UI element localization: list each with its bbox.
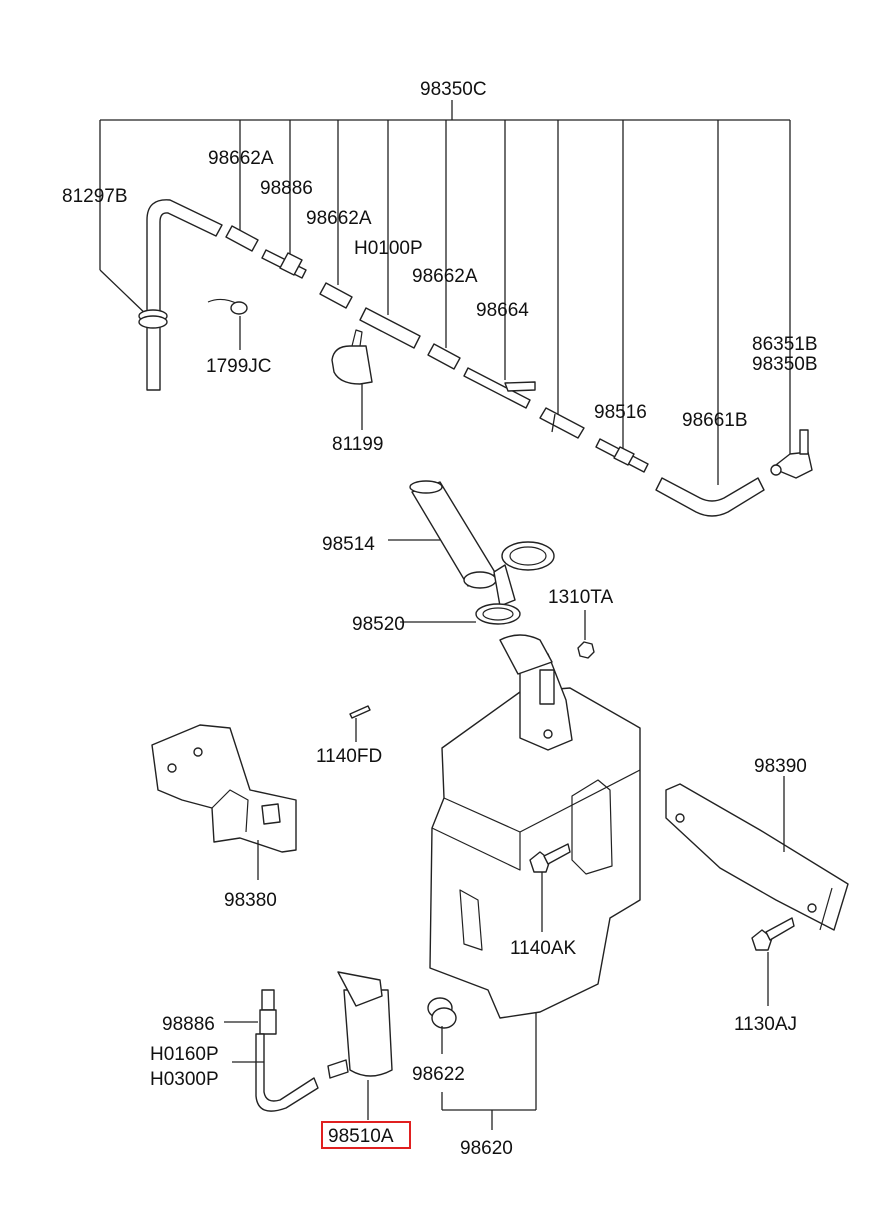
packing-98520 bbox=[400, 603, 521, 625]
grommet-98622 bbox=[427, 997, 457, 1054]
label-pump: 98510A bbox=[328, 1126, 394, 1147]
nozzle-86351b bbox=[770, 429, 813, 479]
label-elbow-hose: 81297B bbox=[62, 186, 128, 207]
bracket-98380 bbox=[151, 724, 297, 880]
label-bolt-ak: 1140AK bbox=[510, 938, 577, 959]
connector-98662a-1 bbox=[225, 225, 259, 252]
label-connector-2: 98662A bbox=[306, 208, 372, 229]
filler-pipe-98514 bbox=[388, 480, 497, 589]
check-valve-98886-1 bbox=[261, 249, 307, 279]
label-hose-h0300p: H0300P bbox=[150, 1069, 219, 1090]
bolt-1130aj bbox=[751, 917, 795, 1006]
label-clamp: 81199 bbox=[332, 434, 383, 455]
nut-1310ta bbox=[577, 610, 595, 659]
hose-h0160p bbox=[232, 1033, 319, 1112]
label-grommet: 98622 bbox=[412, 1064, 465, 1085]
connector-sleeve bbox=[539, 407, 585, 439]
label-hose-h0160p: H0160P bbox=[150, 1044, 219, 1065]
connector-98662a-3 bbox=[427, 343, 461, 370]
label-nut: 1310TA bbox=[548, 587, 613, 608]
reservoir-leader bbox=[441, 1012, 537, 1130]
label-connector-1: 98662A bbox=[208, 148, 274, 169]
label-screw: 1140FD bbox=[316, 746, 382, 767]
label-hose-bend: 98661B bbox=[682, 410, 748, 431]
bracket-98390 bbox=[665, 776, 849, 931]
screw-1140fd bbox=[349, 705, 371, 742]
label-assembly: 98350C bbox=[420, 79, 487, 100]
label-packing: 98520 bbox=[352, 614, 405, 635]
elbow-hose-81297b bbox=[138, 199, 223, 391]
bolt-1140ak bbox=[529, 843, 571, 932]
label-nozzle-2: 98350B bbox=[752, 354, 818, 375]
label-bolt-aj: 1130AJ bbox=[734, 1014, 797, 1035]
connector-98662a-2 bbox=[319, 282, 353, 309]
hose-98661b bbox=[655, 477, 765, 517]
label-filler-pipe: 98514 bbox=[322, 534, 375, 555]
label-bracket-right: 98390 bbox=[754, 756, 807, 777]
check-valve-98886-2 bbox=[224, 989, 277, 1035]
label-tee: 98664 bbox=[476, 300, 529, 321]
label-clip: 1799JC bbox=[206, 356, 272, 377]
label-valve-2: 98886 bbox=[162, 1014, 215, 1035]
pump-98510a bbox=[327, 971, 393, 1120]
cap-ring bbox=[493, 541, 555, 607]
label-joint: 98516 bbox=[594, 402, 647, 423]
clamp-81199 bbox=[331, 329, 373, 430]
label-hose-pipe: H0100P bbox=[354, 238, 423, 259]
pump-highlight-box bbox=[321, 1121, 411, 1149]
label-connector-3: 98662A bbox=[412, 266, 478, 287]
label-bracket-left: 98380 bbox=[224, 890, 277, 911]
label-valve-1: 98886 bbox=[260, 178, 313, 199]
reservoir-98620 bbox=[429, 634, 641, 1019]
joint-98516 bbox=[595, 438, 649, 473]
label-reservoir: 98620 bbox=[460, 1138, 513, 1159]
tee-connector-98664 bbox=[463, 367, 536, 409]
assembly-leader-tree bbox=[99, 100, 791, 485]
label-nozzle-1: 86351B bbox=[752, 334, 818, 355]
hose-h0100p bbox=[359, 307, 421, 349]
clip-1799jc bbox=[207, 298, 248, 350]
